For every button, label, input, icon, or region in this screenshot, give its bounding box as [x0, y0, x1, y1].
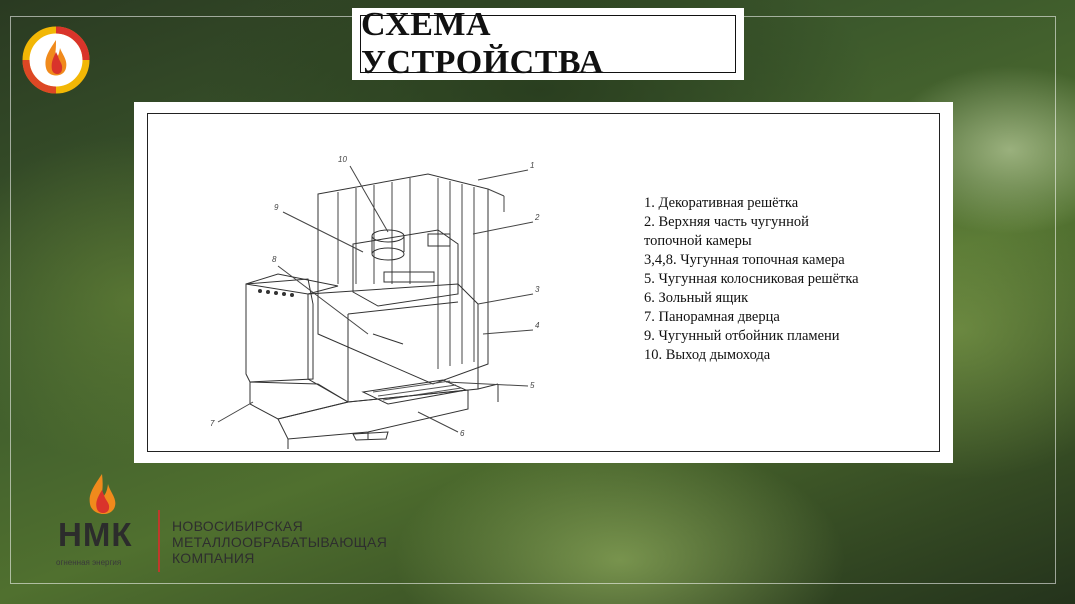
flame-ring-logo-icon [22, 26, 90, 94]
company-name: НОВОСИБИРСКАЯ МЕТАЛЛООБРАБАТЫВАЮЩАЯ КОМП… [172, 518, 387, 566]
company-name-line: НОВОСИБИРСКАЯ [172, 518, 303, 534]
decorative-grille-bars [337, 178, 505, 369]
legend-item: 9. Чугунный отбойник пламени [644, 328, 840, 344]
legend-item: 3,4,8. Чугунная топочная камера [644, 252, 845, 268]
company-logo: НМК огненная энергия НОВОСИБИРСКАЯ МЕТАЛ… [54, 472, 394, 572]
callout-2: 2 [534, 213, 540, 222]
title-box: СХЕМА УСТРОЙСТВА [352, 6, 744, 81]
legend-item: 2. Верхняя часть чугунной [644, 214, 809, 230]
callout-1: 1 [530, 161, 534, 170]
legend-item: 1. Декоративная решётка [644, 195, 799, 211]
callout-4: 4 [535, 321, 540, 330]
diagram-frame: 1 2 3 4 5 6 7 8 9 10 1. Декоративная реш… [147, 113, 940, 452]
legend-item: 6. Зольный ящик [644, 290, 749, 306]
diagram-panel: 1 2 3 4 5 6 7 8 9 10 1. Декоративная реш… [134, 102, 953, 463]
company-name-line: КОМПАНИЯ [172, 550, 255, 566]
callout-6: 6 [460, 429, 465, 438]
stove-schematic: 1 2 3 4 5 6 7 8 9 10 [210, 155, 540, 449]
callout-8: 8 [272, 255, 277, 264]
callout-9: 9 [274, 203, 279, 212]
company-tagline: огненная энергия [56, 558, 122, 567]
legend-item: 10. Выход дымохода [644, 347, 771, 363]
callout-10: 10 [338, 155, 347, 164]
legend-item: топочной камеры [644, 233, 752, 249]
legend-item: 5. Чугунная колосниковая решётка [644, 271, 859, 287]
legend-item: 7. Панорамная дверца [644, 309, 780, 325]
flame-logo-icon [89, 474, 116, 515]
page-title: СХЕМА УСТРОЙСТВА [360, 6, 736, 81]
callout-5: 5 [530, 381, 535, 390]
company-name-line: МЕТАЛЛООБРАБАТЫВАЮЩАЯ [172, 534, 388, 550]
legend: 1. Декоративная решётка 2. Верхняя часть… [644, 194, 859, 365]
logo-divider [158, 510, 160, 572]
company-abbr: НМК [58, 516, 133, 553]
callout-3: 3 [535, 285, 540, 294]
callout-7: 7 [210, 419, 215, 428]
